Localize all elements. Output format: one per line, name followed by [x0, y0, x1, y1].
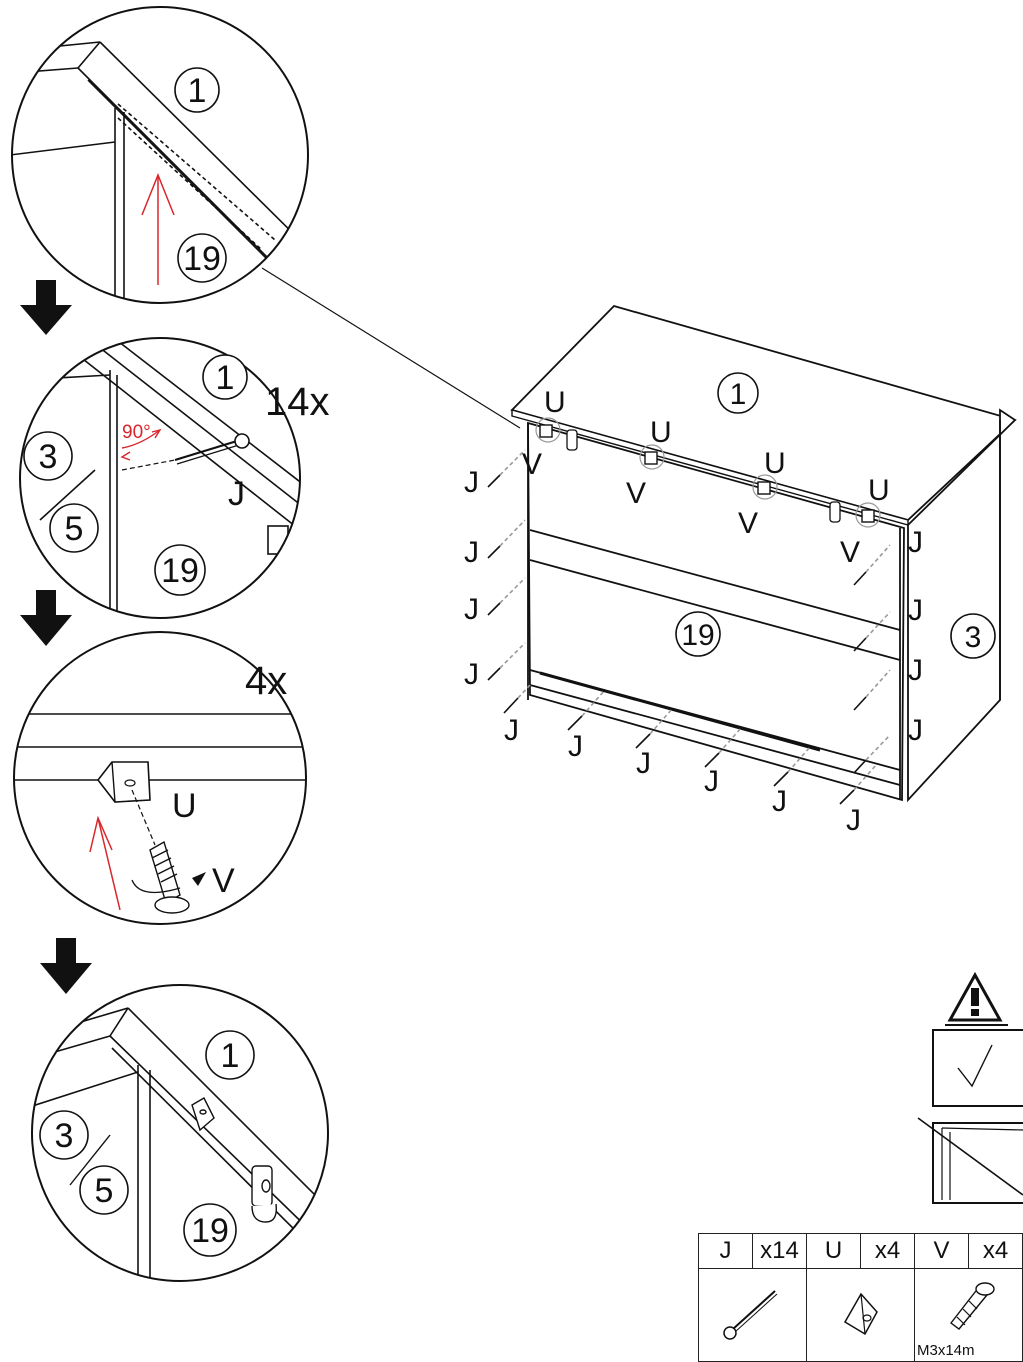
- nail-label: J: [464, 466, 479, 499]
- part-qty-cell: x4: [968, 1233, 1023, 1269]
- bracket-label: U: [650, 416, 672, 449]
- nail-label: J: [908, 526, 923, 559]
- nail-label: J: [464, 658, 479, 691]
- screw-picture-cell: M3x14m: [914, 1268, 1023, 1362]
- nail-icon: [722, 1289, 777, 1340]
- part-number-1: 1: [216, 359, 235, 397]
- part-number-1: 1: [221, 1037, 240, 1075]
- hardware-parts-table: J x14 U x4 V x4: [698, 1233, 1023, 1362]
- part-marker-1: [174, 67, 220, 113]
- nail-label: J: [908, 594, 923, 627]
- fastener-label: J: [228, 475, 245, 513]
- part-marker-5: [79, 1165, 129, 1215]
- detail-circle-result: 1 3 5 19: [31, 984, 329, 1282]
- bracket-icon: [96, 761, 151, 803]
- nail-path-guide: [121, 459, 176, 471]
- part-number-19: 19: [183, 240, 221, 278]
- nail-label: J: [568, 730, 583, 763]
- part-marker-1: [205, 1030, 255, 1080]
- part-number-5: 5: [65, 510, 84, 548]
- quantity-label: 14x: [265, 380, 330, 424]
- bracket-icon: [843, 1292, 878, 1335]
- bracket-label: U: [544, 386, 566, 419]
- nail-label: J: [846, 804, 861, 837]
- hook-fitting-icon: [251, 1165, 277, 1223]
- part-marker-19: [675, 611, 721, 657]
- step-arrow-down: [20, 590, 72, 646]
- part-marker-3: [39, 1110, 89, 1160]
- part-code-cell: U: [806, 1233, 861, 1269]
- part-qty-cell: x4: [860, 1233, 915, 1269]
- nail-label: J: [464, 536, 479, 569]
- screw-label: V: [522, 448, 542, 481]
- screw-size-spec: M3x14m: [917, 1342, 975, 1359]
- screw-label: V: [738, 507, 758, 540]
- part-code-cell: J: [698, 1233, 753, 1269]
- part-marker-5: [49, 503, 99, 553]
- screw-label: V: [626, 477, 646, 510]
- red-arrow-up: [141, 172, 175, 285]
- nail-label: J: [704, 765, 719, 798]
- screw-label: V: [840, 536, 860, 569]
- detail-circle-nailing: 90° 1 14x J 3 5 19: [19, 337, 330, 619]
- detail-circle-top-fit: 1 19: [11, 6, 521, 429]
- part-marker-19: [177, 233, 227, 283]
- screw-label: V: [212, 862, 235, 900]
- warning-icon: [945, 971, 1008, 1026]
- bracket-icon: [539, 424, 875, 523]
- hook-fitting-icon: [566, 429, 841, 523]
- part-code-cell: V: [914, 1233, 969, 1269]
- nail-label: J: [772, 785, 787, 818]
- nail-label: J: [908, 714, 923, 747]
- incorrect-example-box: [917, 1117, 1023, 1204]
- bracket-picture-cell: [806, 1268, 915, 1362]
- part-marker-1: [717, 372, 759, 414]
- screw-icon: [149, 840, 190, 914]
- rotation-arc: [131, 879, 181, 894]
- part-number-3: 3: [965, 621, 982, 654]
- leader-line: [261, 267, 521, 429]
- nail-icon: [487, 449, 891, 805]
- screw-icon: [950, 1282, 995, 1330]
- red-arrow-up: [89, 815, 121, 911]
- part-number-1: 1: [730, 378, 747, 411]
- nail-label: J: [504, 714, 519, 747]
- part-number-19: 19: [681, 619, 714, 652]
- angle-arc: [121, 429, 161, 449]
- part-qty-cell: x14: [752, 1233, 807, 1269]
- part-number-3: 3: [39, 438, 58, 476]
- bracket-icon: [191, 1097, 215, 1132]
- correct-example-box: [932, 1029, 1023, 1107]
- cabinet-back-panel: [527, 421, 905, 802]
- part-number-3: 3: [55, 1117, 74, 1155]
- step-arrow-down: [20, 280, 72, 335]
- quantity-label: 4x: [245, 659, 287, 703]
- angle-label: 90°: [122, 422, 151, 443]
- part-number-19: 19: [161, 552, 199, 590]
- bracket-label: U: [172, 787, 197, 825]
- part-number-5: 5: [95, 1172, 114, 1210]
- part-marker-1: [202, 354, 248, 400]
- part-number-1: 1: [188, 72, 207, 110]
- part-number-19: 19: [191, 1212, 229, 1250]
- bracket-label: U: [868, 474, 890, 507]
- nail-icon: [174, 433, 250, 465]
- nail-label: J: [464, 593, 479, 626]
- bracket-label: U: [764, 447, 786, 480]
- nail-label: J: [908, 654, 923, 687]
- part-marker-19: [154, 544, 206, 596]
- detail-circle-bracket: 4x U V: [13, 631, 307, 925]
- step-arrow-down: [40, 938, 92, 994]
- part-marker-3: [950, 613, 996, 659]
- bracket-highlight-ring: [535, 417, 881, 528]
- cabinet-assembly: [510, 304, 1017, 803]
- part-marker-19: [183, 1203, 237, 1257]
- nail-picture-cell: [698, 1268, 807, 1362]
- part-marker-3: [23, 431, 73, 481]
- nail-label: J: [636, 747, 651, 780]
